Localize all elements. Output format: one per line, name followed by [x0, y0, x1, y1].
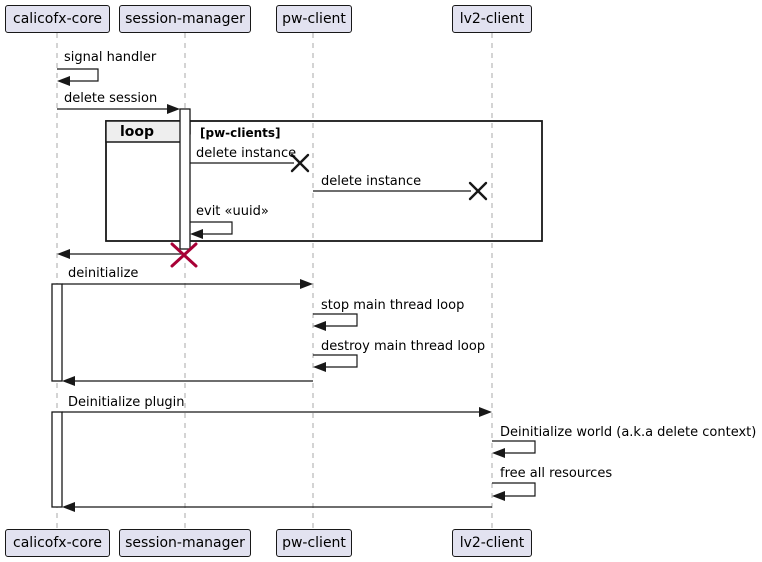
- message-label-delete-instance-2: delete instance: [321, 174, 422, 189]
- message-label-deinitialize-plugin: Deinitialize plugin: [68, 395, 185, 410]
- arrowhead-deinitialize: [300, 279, 313, 289]
- message-label-destroy-main-thread-loop: destroy main thread loop: [321, 339, 486, 354]
- arrowhead-delete-session: [167, 104, 180, 114]
- message-label-deinitialize-world: Deinitialize world (a.k.a delete context…: [500, 425, 757, 440]
- arrowhead-deinitialize-plugin: [479, 407, 492, 417]
- message-label-free-all-resources: free all resources: [500, 466, 613, 481]
- arrowhead-signal-handler: [57, 76, 70, 86]
- arrowhead-return-lv2-client: [62, 502, 75, 512]
- arrowhead-return-session-manager: [57, 249, 70, 259]
- arrowhead-stop-main-thread-loop: [313, 321, 326, 331]
- message-label-stop-main-thread-loop: stop main thread loop: [321, 298, 465, 313]
- message-label-delete-session: delete session: [64, 91, 158, 106]
- arrowhead-evit-uuid: [190, 229, 203, 239]
- arrow-deinitialize-world: [492, 440, 536, 454]
- loop-guard-label: [pw-clients]: [200, 126, 281, 140]
- participant-top-pw-client: pw-client: [276, 5, 352, 33]
- participant-top-lv2-client: lv2-client: [452, 5, 532, 33]
- destroy-x-lv2-client: [468, 181, 488, 201]
- destroy-x-session-manager: [170, 242, 198, 268]
- arrow-free-all-resources: [492, 482, 536, 497]
- destroy-x-pw-client: [290, 153, 310, 173]
- message-label-signal-handler: signal handler: [64, 50, 157, 65]
- participant-bottom-lv2-client: lv2-client: [452, 529, 532, 557]
- activation-calicofx-core-1: [51, 283, 63, 382]
- loop-frame: [105, 120, 543, 242]
- arrowhead-destroy-main-thread-loop: [313, 362, 326, 372]
- participant-bottom-pw-client: pw-client: [276, 529, 352, 557]
- arrowhead-deinitialize-world: [492, 448, 505, 458]
- message-label-deinitialize: deinitialize: [68, 266, 139, 281]
- arrowhead-return-pw-client: [62, 376, 75, 386]
- participant-bottom-session-manager: session-manager: [119, 529, 251, 557]
- message-label-delete-instance-1: delete instance: [196, 146, 297, 161]
- arrow-destroy-main-thread-loop: [313, 354, 358, 368]
- arrow-stop-main-thread-loop: [313, 313, 358, 327]
- arrow-signal-handler: [57, 68, 99, 82]
- arrowhead-free-all-resources: [492, 491, 505, 501]
- activation-session-manager: [179, 108, 191, 250]
- participant-bottom-calicofx-core: calicofx-core: [5, 529, 110, 557]
- participant-top-calicofx-core: calicofx-core: [5, 5, 110, 33]
- loop-operator-label: loop: [120, 124, 155, 140]
- message-label-evit-uuid: evit «uuid»: [196, 204, 269, 219]
- participant-top-session-manager: session-manager: [119, 5, 251, 33]
- activation-calicofx-core-2: [51, 411, 63, 508]
- arrow-evit-uuid: [190, 221, 233, 235]
